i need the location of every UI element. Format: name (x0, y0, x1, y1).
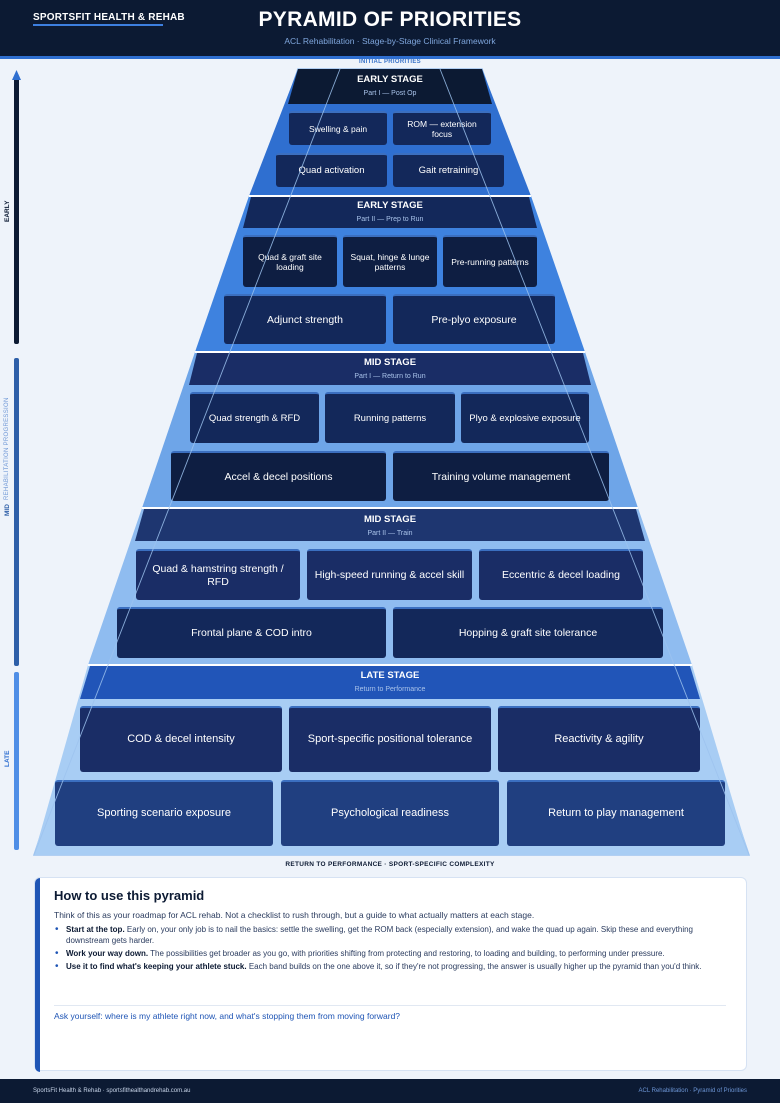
priority-box: ROM — extension focus (393, 111, 491, 145)
priority-box: Return to play management (507, 780, 725, 846)
guide-bullet: Work your way down. The possibilities ge… (54, 948, 724, 959)
stage-subtitle: Part II — Train (367, 530, 413, 537)
priority-box: Gait retraining (393, 153, 504, 187)
card-divider (54, 1005, 726, 1006)
priority-box: Training volume management (393, 451, 609, 501)
stage-title: EARLY STAGE (357, 200, 423, 211)
stage-title: MID STAGE (363, 514, 417, 525)
card-accent-bar (35, 878, 40, 1072)
priority-box: Running patterns (325, 392, 455, 443)
phase-label-late: LATE (4, 750, 11, 768)
progress-rail-late (14, 672, 19, 850)
priority-box: Squat, hinge & lunge patterns (343, 235, 437, 287)
priority-box: Quad & graft site loading (243, 235, 337, 287)
guide-bullet-list: Start at the top. Early on, your only jo… (54, 924, 724, 974)
priority-box: Frontal plane & COD intro (117, 607, 386, 658)
card-question: Ask yourself: where is my athlete right … (54, 1011, 401, 1021)
bottom-caption: RETURN TO PERFORMANCE · SPORT-SPECIFIC C… (285, 861, 495, 868)
card-title: How to use this pyramid (54, 888, 205, 903)
priority-box: Sport-specific positional tolerance (289, 706, 491, 772)
header-rule (0, 56, 780, 59)
stage-title: MID STAGE (363, 357, 417, 368)
priority-box: Swelling & pain (289, 111, 387, 145)
priority-box: COD & decel intensity (80, 706, 282, 772)
stage-subtitle: Part II — Prep to Run (356, 216, 424, 223)
guide-bullet: Start at the top. Early on, your only jo… (54, 924, 724, 946)
page-title: PYRAMID OF PRIORITIES (258, 8, 522, 31)
stage-subtitle: Return to Performance (354, 686, 426, 693)
guide-bullet: Use it to find what's keeping your athle… (54, 961, 724, 972)
priority-box: Psychological readiness (281, 780, 499, 846)
brand-underline (33, 24, 163, 26)
how-to-use-card: How to use this pyramid Think of this as… (34, 877, 747, 1072)
priority-box: Hopping & graft site tolerance (393, 607, 663, 658)
priority-box: Plyo & explosive exposure (461, 392, 589, 443)
priority-box: Quad activation (276, 153, 387, 187)
stage-subtitle: Part I — Post Op (363, 90, 417, 97)
page-subtitle: ACL Rehabilitation · Stage-by-Stage Clin… (284, 36, 496, 46)
stage-subtitle: Part I — Return to Run (354, 373, 426, 380)
page-header: SPORTSFIT HEALTH & REHAB PYRAMID OF PRIO… (0, 0, 780, 58)
priority-box: Quad strength & RFD (190, 392, 319, 443)
top-caption: INITIAL PRIORITIES (359, 59, 421, 65)
priority-box: Sporting scenario exposure (55, 780, 273, 846)
footer-doc-title: ACL Rehabilitation · Pyramid of Prioriti… (638, 1088, 748, 1094)
priority-box: Pre-running patterns (443, 235, 537, 287)
priority-box: Quad & hamstring strength / RFD (136, 549, 300, 600)
priority-box: Pre-plyo exposure (393, 294, 555, 344)
footer-site[interactable]: SportsFit Health & Rehab · sportsfitheal… (33, 1088, 191, 1094)
progress-rail-mid (14, 358, 19, 666)
priority-box: Adjunct strength (224, 294, 386, 344)
priority-box: High-speed running & accel skill (307, 549, 472, 600)
priority-box: Eccentric & decel loading (479, 549, 643, 600)
axis-label: REHABILITATION PROGRESSION (4, 397, 10, 500)
progress-rail-arrow (12, 70, 21, 80)
page-footer: SportsFit Health & Rehab · sportsfitheal… (0, 1079, 780, 1103)
brand-name: SPORTSFIT HEALTH & REHAB (33, 12, 185, 23)
priority-box: Reactivity & agility (498, 706, 700, 772)
card-intro: Think of this as your roadmap for ACL re… (54, 910, 535, 920)
stage-title: LATE STAGE (360, 670, 420, 681)
stage-title: EARLY STAGE (357, 74, 423, 85)
priority-box: Accel & decel positions (171, 451, 386, 501)
progress-rail-early (14, 76, 19, 344)
